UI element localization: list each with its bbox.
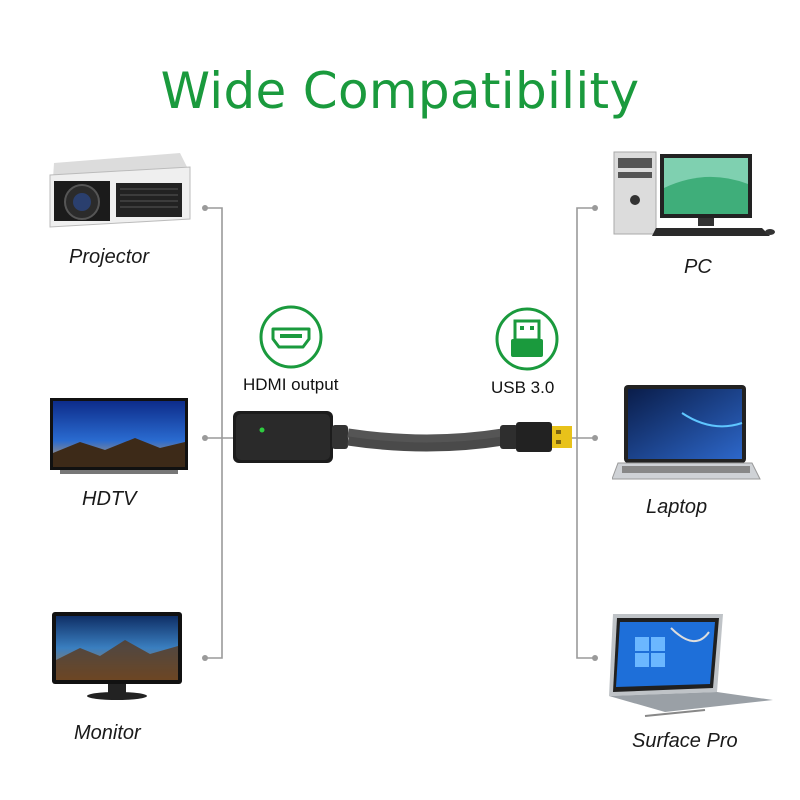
hdmi-icon [259, 305, 323, 369]
usb-label: USB 3.0 [491, 378, 555, 397]
monitor-image [52, 612, 182, 700]
device-label-laptop: Laptop [646, 496, 708, 518]
device-label-surface-pro: Surface Pro [632, 730, 738, 752]
adapter-cable [233, 411, 572, 463]
projector-image [49, 153, 191, 228]
device-label-projector: Projector [69, 246, 150, 268]
usb-connector-tip [552, 426, 572, 448]
device-label-pc: PC [684, 256, 712, 278]
device-label-hdtv: HDTV [82, 488, 137, 510]
led-indicator [259, 427, 265, 433]
surface-pro-image [609, 614, 773, 717]
hdmi-output-label: HDMI output [243, 375, 339, 394]
usb-icon [495, 307, 559, 371]
page-title: Wide Compatibility [160, 62, 640, 120]
device-label-monitor: Monitor [74, 722, 141, 744]
hdtv-image [50, 398, 188, 474]
pc-image [613, 151, 775, 236]
laptop-image [612, 385, 761, 480]
